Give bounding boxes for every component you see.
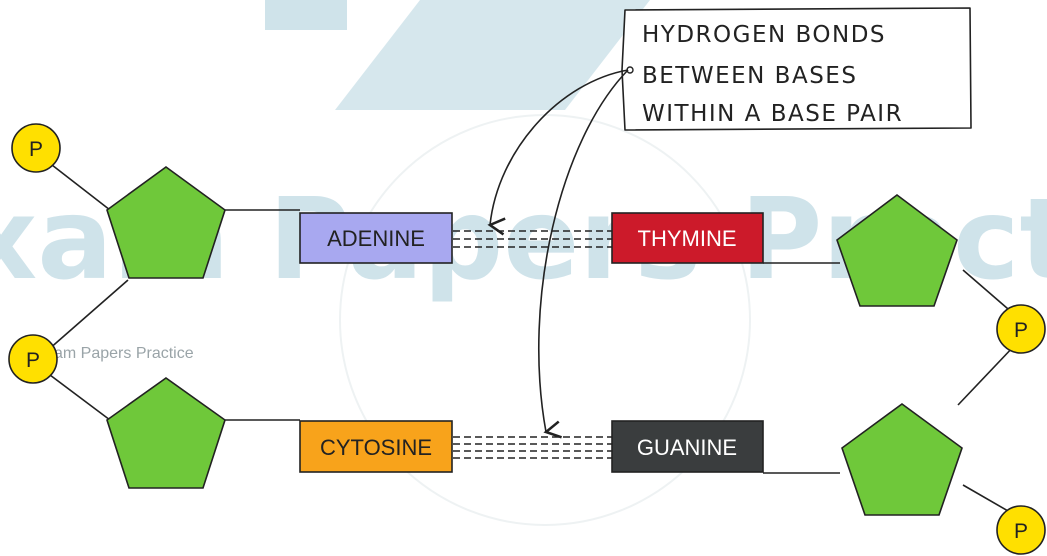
base-thymine-label: THYMINE [638,226,737,251]
phosphate-circle [996,505,1046,555]
base-guanine: GUANINE [611,420,764,473]
base-thymine-box [611,212,764,264]
backbone-lines [47,164,1016,516]
callout-line-1: HYDROGEN BONDS [642,22,886,48]
phosphate-top-left: P [11,123,61,173]
phosphate-circle [8,334,58,384]
phosphate-label: P [26,349,40,372]
phosphate-middle-right: P [996,304,1046,354]
sugar-bottom-right [841,403,963,516]
base-cytosine-box [299,420,453,473]
base-adenine-box [299,212,453,264]
bases: ADENINE THYMINE CYTOSINE GUANINE [299,212,764,473]
callout-arrows [487,66,634,439]
phosphate-middle-left: P [8,334,58,384]
callout-box [621,7,972,131]
arrow-to-adenine-thymine-bonds [487,69,629,236]
base-guanine-label: GUANINE [637,435,737,460]
base-cytosine: CYTOSINE [299,420,453,473]
sugar-top-right [836,194,958,307]
sugar-top-left [106,166,226,279]
phosphate-label: P [1014,319,1028,342]
callout: HYDROGEN BONDS BETWEEN BASES WITHIN A BA… [621,7,972,131]
callout-line-3: WITHIN A BASE PAIR [642,101,903,127]
base-adenine-label: ADENINE [327,226,425,251]
hydrogen-bonds [453,230,612,459]
phosphates: P P P P [8,123,1046,555]
phosphate-label: P [1014,520,1028,543]
phosphate-circle [996,304,1046,354]
phosphate-bottom-right: P [996,505,1046,555]
base-adenine: ADENINE [299,212,453,264]
watermark-shape-left [265,0,347,30]
sugar-bottom-left [106,377,226,489]
base-thymine: THYMINE [611,212,764,264]
watermark-shape-right [335,0,650,110]
phosphate-circle [11,123,61,173]
callout-line-2: BETWEEN BASES [642,63,857,89]
base-cytosine-label: CYTOSINE [320,435,432,460]
phosphate-label: P [29,138,43,161]
base-guanine-box [611,420,764,473]
watermark-small-text: xam Papers Practice [46,345,194,362]
arrow-to-cytosine-guanine-bonds [537,69,629,439]
sugars [106,166,963,516]
